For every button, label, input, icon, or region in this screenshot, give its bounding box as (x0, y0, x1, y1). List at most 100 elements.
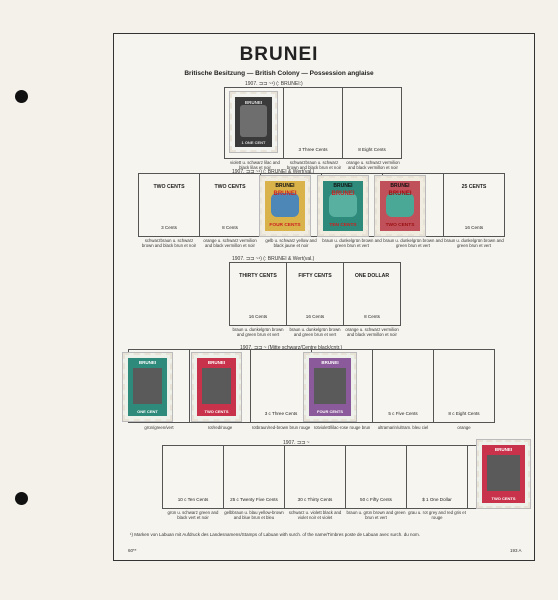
overprint-text: BRUNEI (388, 191, 412, 197)
overprint-value: TEN CENTS (329, 223, 357, 228)
slot-value: 5 c Five Cents (388, 410, 418, 416)
slot-value: 16 Cents (305, 313, 325, 319)
slot-name: 25 CENTS (461, 184, 487, 190)
stamp-slot: BRUNEI BRUNEI TWO CENTS (374, 173, 444, 237)
stamp-caption: ultramarin/ultram. bleu ciel (377, 425, 429, 430)
slot-value: 3 Cents (161, 224, 177, 230)
slot-value: $ 1 One Dollar (422, 496, 452, 502)
slot-value: 25 c Twenty Five Cents (230, 496, 278, 502)
stamp-value-text: 1 ONE CENT (241, 140, 266, 145)
stamp-caption: schwarzbraun u. schwarz brown and black … (141, 238, 197, 248)
stamp-name-text: BRUNEI (321, 360, 339, 365)
stamp-slot: 3 Three Cents (283, 87, 343, 159)
stamp-caption: violett u. schwarz lilac and black lilas… (230, 160, 280, 170)
stamp-name-text: BRUNEI (333, 183, 353, 189)
section-heading-2: 1907. ⊐⊐ ~¹) (: BRUNEI & Wert(val.) (232, 169, 315, 175)
stamp-value-text: FOUR CENTS (317, 409, 343, 414)
stamp-slot: BRUNEI BRUNEI FOUR CENTS (259, 173, 322, 237)
overprint-text: BRUNEI (273, 191, 297, 197)
overprint-text: BRUNEI (331, 191, 355, 197)
stamp-image: BRUNEI TWO CENTS (476, 439, 531, 509)
stamp-slot: 8 c Eight Cents (433, 349, 495, 423)
section-heading-3: 1907. ⊐⊐ ~¹) (: BRUNEI & Wert(val.) (232, 256, 315, 262)
stamp-caption: braun u. dunkelgrün brown and green brun… (289, 327, 341, 337)
footer-page-number: 193 A (510, 548, 522, 553)
stamp-image: BRUNEI 1 ONE CENT (229, 91, 278, 153)
section-heading-4: 1907. ⊐⊐ ~ (Mitte schwarz/Centre black/c… (240, 345, 343, 351)
stamp-slot: 5 c Five Cents (372, 349, 434, 423)
stamp-caption: schwarz u. violett black and violet noir… (288, 510, 342, 520)
slot-value: 8 c Eight Cents (448, 410, 480, 416)
stamp-slot: BRUNEI BRUNEI TEN CENTS (317, 173, 383, 237)
binder-hole-top (15, 90, 28, 103)
stamp-row-1: BRUNEI 1 ONE CENT 3 Three Cents 8 Eight … (224, 87, 402, 159)
stamp-slot: FIFTY CENTS 16 Cents (286, 262, 344, 326)
stamp-caption: gelb u. schwarz yellow and black jaune e… (265, 238, 317, 248)
stamp-slot: 50 c Fifty Cents (345, 445, 407, 509)
stamp-row-3: THIRTY CENTS 16 Cents FIFTY CENTS 16 Cen… (229, 262, 401, 326)
stamp-slot: $ 1 One Dollar (406, 445, 468, 509)
slot-value: 16 Cents (464, 224, 484, 230)
slot-name: FIFTY CENTS (298, 273, 332, 279)
stamp-name-text: BRUNEI (275, 183, 295, 189)
stamp-image: BRUNEI TWO CENTS (191, 352, 242, 422)
footer-left-code: 60** (128, 548, 137, 553)
stamp-caption: rotbraun/red-brown brun rouge (251, 425, 311, 430)
slot-value: 3 Three Cents (298, 146, 328, 152)
stamp-image: BRUNEI FOUR CENTS (303, 352, 357, 422)
slot-name: ONE DOLLAR (354, 273, 390, 279)
stamp-value-text: TWO CENTS (491, 496, 516, 501)
stamp-caption: grün u. schwarz green and black vert et … (167, 510, 219, 520)
stamp-row-5: 10 c Ten Cents 25 c Twenty Five Cents 30… (162, 445, 529, 509)
stamp-name-text: BRUNEI (244, 100, 263, 105)
stamp-slot: 3 c Three Cents (250, 349, 312, 423)
stamp-slot: 25 CENTS 16 Cents (443, 173, 505, 237)
stamp-caption: braun u. dunkelgrün brown and green brun… (444, 238, 504, 248)
slot-value: 50 c Fifty Cents (360, 496, 392, 502)
page-title: BRUNEI (239, 44, 319, 65)
stamp-slot: 30 c Thirty Cents (284, 445, 346, 509)
stamp-slot: BRUNEI TWO CENTS (189, 349, 251, 423)
stamp-name-text: BRUNEI (138, 360, 157, 365)
slot-value: 30 c Thirty Cents (297, 496, 333, 502)
stamp-caption: braun u. dunkelgrün brown and green brun… (322, 238, 382, 248)
stamp-name-text: BRUNEI (390, 183, 410, 189)
stamp-caption: grün/green/vert (144, 425, 174, 430)
section-heading-5: 1907. ⊐⊐ ~ (283, 440, 310, 446)
stamp-image: BRUNEI ONE CENT (122, 352, 173, 422)
stamp-caption: braun u. grün brown and green brun et ve… (346, 510, 406, 520)
stamp-caption: schwarzbraun u. schwarz brown and black … (286, 160, 342, 170)
stamp-value-text: TWO CENTS (204, 409, 229, 414)
overprint-value: FOUR CENTS (269, 223, 301, 228)
stamp-slot: 8 Eight Cents (342, 87, 402, 159)
stamp-slot: THIRTY CENTS 16 Cents (229, 262, 287, 326)
stamp-slot: BRUNEI FOUR CENTS (303, 349, 373, 423)
stamp-slot: TWO CENTS 8 Cents (199, 173, 261, 237)
slot-value: 8 Cents (222, 224, 238, 230)
stamp-slot: 10 c Ten Cents (162, 445, 224, 509)
slot-name: TWO CENTS (153, 184, 185, 190)
stamp-image: BRUNEI BRUNEI TWO CENTS (374, 175, 426, 237)
overprint-value: TWO CENTS (385, 223, 415, 228)
stamp-caption: orange u. schwarz vermilion and black ve… (203, 238, 257, 248)
stamp-name-text: BRUNEI (494, 447, 513, 452)
binder-hole-bottom (15, 492, 28, 505)
page-subtitle: Britische Besitzung — British Colony — P… (184, 70, 374, 77)
slot-value: 10 c Ten Cents (177, 496, 209, 502)
stamp-caption: braun u. dunkelgrün brown and green brun… (232, 327, 284, 337)
stamp-caption: orange u. schwarz vermilion and black ve… (345, 327, 399, 337)
stamp-image: BRUNEI BRUNEI TEN CENTS (317, 175, 369, 237)
stamp-caption: orange u. schwarz vermilion and black ve… (346, 160, 400, 170)
slot-name: TWO CENTS (214, 184, 246, 190)
stamp-slot: ONE DOLLAR 8 Cents (343, 262, 401, 326)
stamp-slot: BRUNEI ONE CENT (122, 349, 190, 423)
slot-value: 3 c Three Cents (264, 410, 298, 416)
section-heading-1: 1907. ⊐⊐ ~¹) (: BRUNEI:) (245, 81, 303, 87)
slot-value: 8 Eight Cents (358, 146, 386, 152)
stamp-value-text: ONE CENT (137, 409, 158, 414)
stamp-caption: orange (457, 425, 471, 430)
stamp-caption: gelbbraun u. blau yellow-brown and blue … (224, 510, 284, 520)
stamp-row-2: TWO CENTS 3 Cents TWO CENTS 8 Cents BRUN… (138, 173, 505, 237)
slot-value: 16 Cents (248, 313, 268, 319)
stamp-image: BRUNEI BRUNEI FOUR CENTS (259, 175, 311, 237)
